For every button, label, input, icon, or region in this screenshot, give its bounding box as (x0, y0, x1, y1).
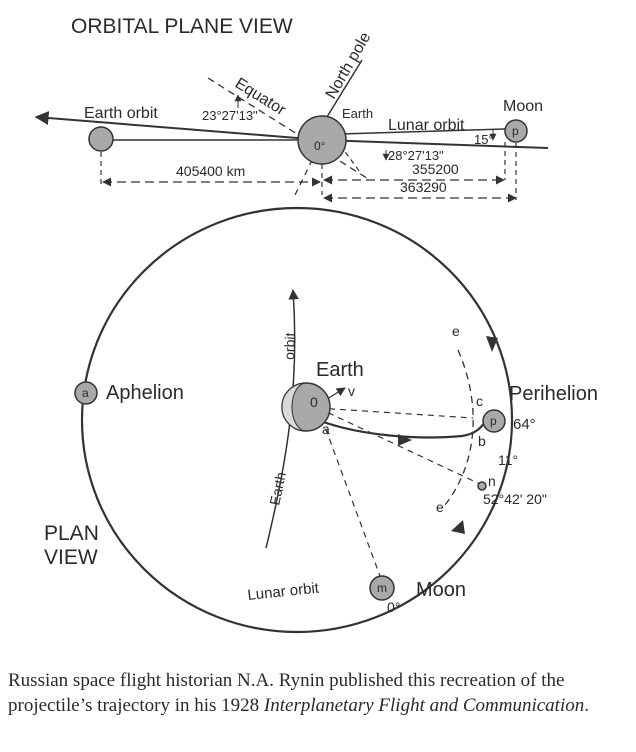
caption-text: Russian space flight historian N.A. Ryni… (8, 670, 565, 716)
plan-view: a Aphelion 0 Earth p Perihelion 64° n 52… (44, 206, 598, 634)
angle-11-label: 11° (498, 452, 518, 468)
north-pole-axis (321, 59, 363, 126)
earth-label: Earth (342, 106, 373, 121)
dist-perigee-label: 355200 (412, 161, 459, 177)
plan-moon-label: Moon (416, 579, 466, 601)
lunar-orbit-circle (80, 206, 514, 634)
e-label-top: e (452, 323, 460, 339)
lunar-orbit-line-upper (339, 128, 506, 135)
earth-orbit-curve (265, 288, 299, 549)
trajectory-path (317, 415, 490, 439)
earth-tilt-dashed (339, 144, 361, 173)
perihelion-label: Perihelion (509, 383, 598, 405)
angle-moon-label: 15° (474, 132, 494, 147)
plan-view-title-line1: PLAN (44, 522, 99, 545)
a-label: a (322, 421, 330, 437)
earth-orbit-line (34, 111, 323, 141)
n-label: n (488, 473, 496, 489)
aphelion-marker: a (82, 386, 89, 400)
aphelion-ball (74, 381, 98, 405)
lunar-orbit-arrow-bottom (451, 520, 465, 534)
c-label: c (476, 393, 483, 409)
plan-moon-marker: m (377, 581, 387, 595)
moon-globe (504, 119, 528, 143)
plan-earth-label: Earth (316, 359, 364, 381)
equator-line (207, 77, 371, 181)
plan-earth-shadow (281, 382, 307, 432)
orbital-plane-view: ORBITAL PLANE VIEW 0° p Equator (34, 15, 549, 203)
plan-lunar-orbit-label: Lunar orbit (247, 579, 321, 603)
orbit-label: orbit (281, 332, 298, 360)
caption-end: . (584, 695, 589, 716)
lunar-orbit-line (321, 139, 549, 149)
angle-lunar-label: 28°27'13" (388, 148, 444, 163)
caption: Russian space flight historian N.A. Ryni… (8, 668, 632, 718)
plan-moon-ball (369, 575, 395, 601)
angle-equator-label: 23°27'13" (202, 108, 258, 123)
earth-marker: 0° (314, 139, 326, 153)
earth-orbit-ball (88, 126, 114, 152)
e-label-bottom: e (436, 499, 444, 515)
plan-view-title-line2: VIEW (44, 546, 98, 569)
dist-moon-label: 363290 (400, 179, 447, 195)
b-label: b (478, 433, 486, 449)
moon-marker: p (512, 124, 519, 138)
radial-to-c (317, 407, 474, 419)
trajectory-diagram: ORBITAL PLANE VIEW 0° p Equator (34, 15, 598, 634)
angle-n-label: 52°42' 20" (483, 491, 547, 507)
lunar-orbit-arrow-top (486, 336, 498, 352)
aphelion-label: Aphelion (106, 382, 184, 404)
e-curve (444, 349, 474, 506)
lunar-orbit-label: Lunar orbit (388, 117, 465, 134)
plan-moon-angle-label: 0° (387, 599, 400, 615)
perihelion-marker: p (490, 414, 497, 428)
orbital-view-title: ORBITAL PLANE VIEW (71, 15, 293, 38)
caption-book-title: Interplanetary Flight and Communication (263, 695, 585, 716)
n-ball (477, 481, 487, 491)
plan-earth-marker: 0 (310, 394, 318, 410)
radial-to-n (317, 407, 481, 485)
v-label: v (348, 383, 355, 399)
perihelion-ball (482, 409, 506, 433)
trajectory-arrow (398, 434, 412, 446)
perihelion-angle-label: 64° (513, 416, 536, 433)
dist-earth-orbit-label: 405400 km (176, 163, 245, 179)
north-pole-label: North pole (323, 29, 375, 102)
moon-label: Moon (503, 98, 543, 115)
earth-orbit-rotated-label: Earth (266, 471, 289, 507)
earth-orbit-label: Earth orbit (84, 105, 158, 122)
earth-globe (297, 115, 347, 165)
radial-to-moon (317, 407, 381, 577)
